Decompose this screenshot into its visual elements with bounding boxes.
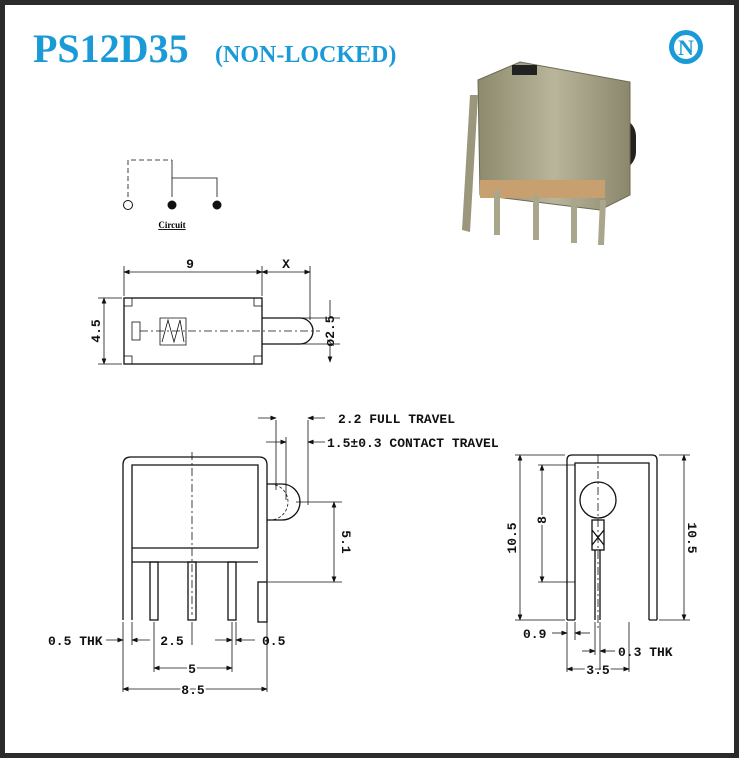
contact-travel-label: 1.5±0.3 CONTACT TRAVEL	[327, 436, 499, 451]
logo-letter: N	[678, 35, 694, 60]
top-view: 9 X 4.5 ø2.5	[89, 257, 340, 364]
dim-pin-width: 0.5	[262, 634, 286, 649]
dim-thickness: 0.5 THK	[48, 634, 103, 649]
dim-pin-pitch: 2.5	[160, 634, 184, 649]
full-travel-label: 2.2 FULL TRAVEL	[338, 412, 455, 427]
drawing: PS12D35 (NON-LOCKED) N Circuit	[33, 26, 703, 700]
circuit-diagram: Circuit	[123, 159, 222, 230]
dim-length: 9	[186, 257, 194, 272]
dim-plunger-diameter: ø2.5	[323, 315, 338, 346]
dim-travel-x: X	[282, 257, 290, 272]
circuit-label: Circuit	[158, 220, 185, 230]
side-view: 10.5 8 10.5 0.9 0.3 THK 3.5	[503, 454, 701, 680]
dim-height: 4.5	[89, 319, 104, 343]
variant-label: (NON-LOCKED)	[215, 42, 396, 68]
model-title: PS12D35	[33, 26, 189, 71]
brand-logo: N	[669, 30, 703, 64]
dim-outer-pin-span: 5	[188, 662, 196, 677]
dim-plunger-height: 5.1	[338, 530, 353, 554]
dim-side-height-left: 10.5	[505, 522, 520, 553]
datasheet: PS12D35 (NON-LOCKED) N Circuit	[5, 5, 734, 753]
dim-side-height-inner: 8	[535, 516, 550, 524]
front-view: 2.2 FULL TRAVEL 1.5±0.3 CONTACT TRAVEL 5…	[48, 412, 499, 700]
dim-side-height-right: 10.5	[684, 522, 699, 553]
dim-side-thickness: 0.3 THK	[618, 645, 673, 660]
product-photo	[462, 61, 636, 245]
dim-side-offset: 0.9	[523, 627, 547, 642]
dim-overall-width: 8.5	[181, 683, 205, 698]
dim-side-width: 3.5	[586, 663, 610, 678]
